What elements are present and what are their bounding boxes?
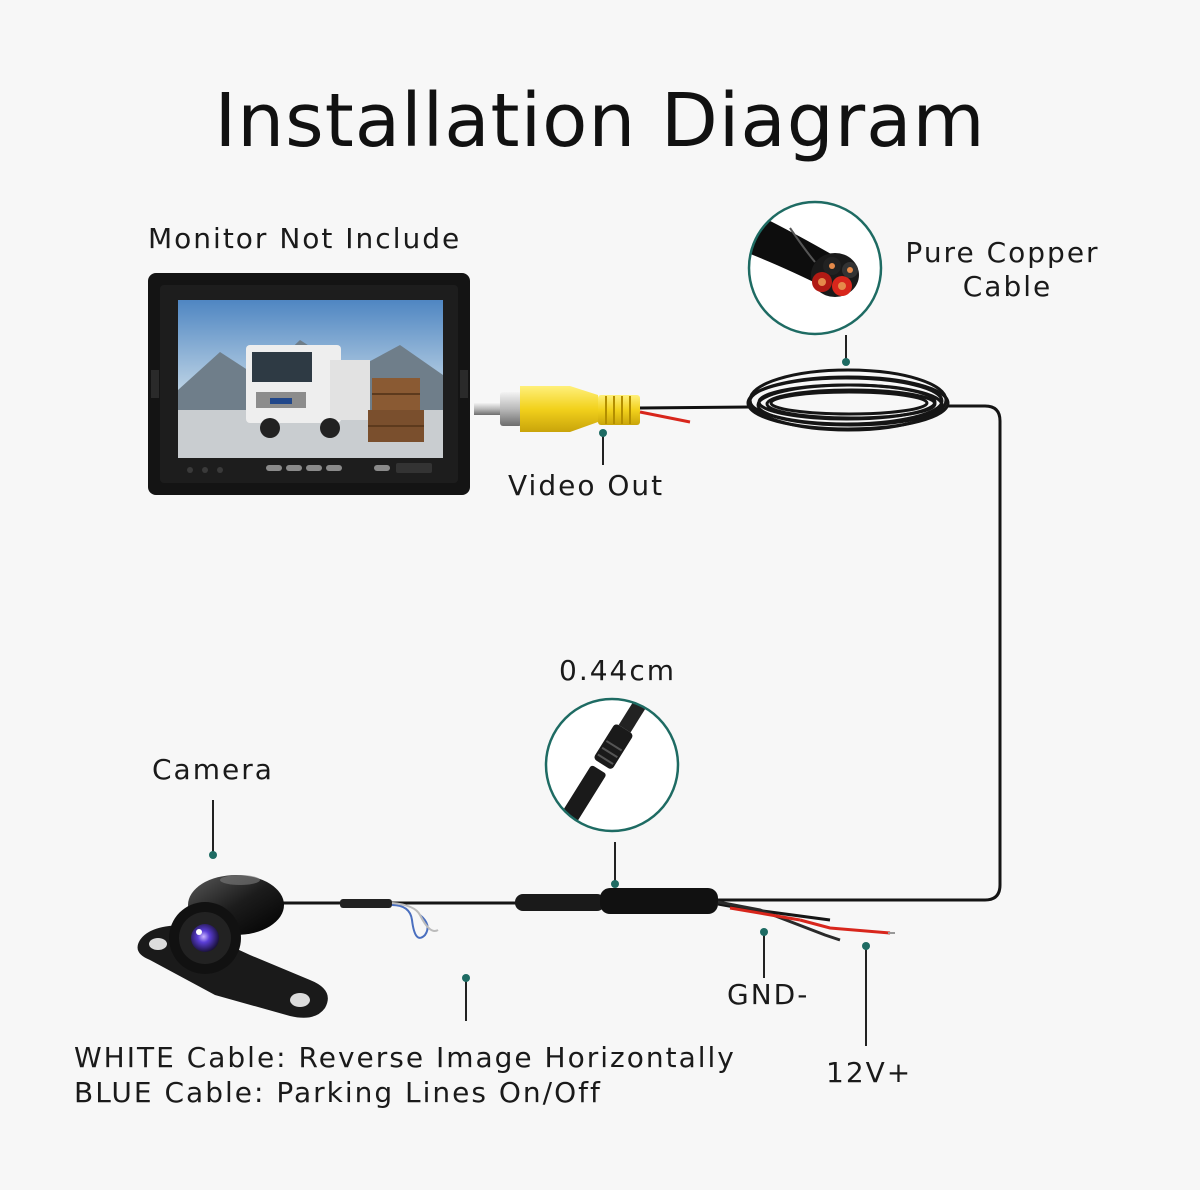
camera-cable xyxy=(282,888,895,942)
video-out-label: Video Out xyxy=(508,469,665,502)
gnd-label: GND- xyxy=(727,978,810,1011)
camera-image xyxy=(137,875,328,1018)
copper-cable-closeup xyxy=(747,200,883,336)
coiled-cable xyxy=(746,368,950,432)
power-label: 12V+ xyxy=(826,1056,913,1089)
connector-size-label: 0.44cm xyxy=(559,654,677,687)
monitor-image xyxy=(148,273,470,495)
copper-label-line2: Cable xyxy=(962,270,1053,303)
page-title: Installation Diagram xyxy=(214,77,986,164)
copper-label-line1: Pure Copper xyxy=(905,236,1100,269)
monitor-label: Monitor Not Include xyxy=(148,222,462,255)
connector-closeup xyxy=(544,697,680,833)
rca-video-connector xyxy=(474,386,751,432)
blue-cable-label: BLUE Cable: Parking Lines On/Off xyxy=(74,1076,602,1109)
white-cable-label: WHITE Cable: Reverse Image Horizontally xyxy=(74,1041,736,1074)
camera-label: Camera xyxy=(152,753,274,786)
